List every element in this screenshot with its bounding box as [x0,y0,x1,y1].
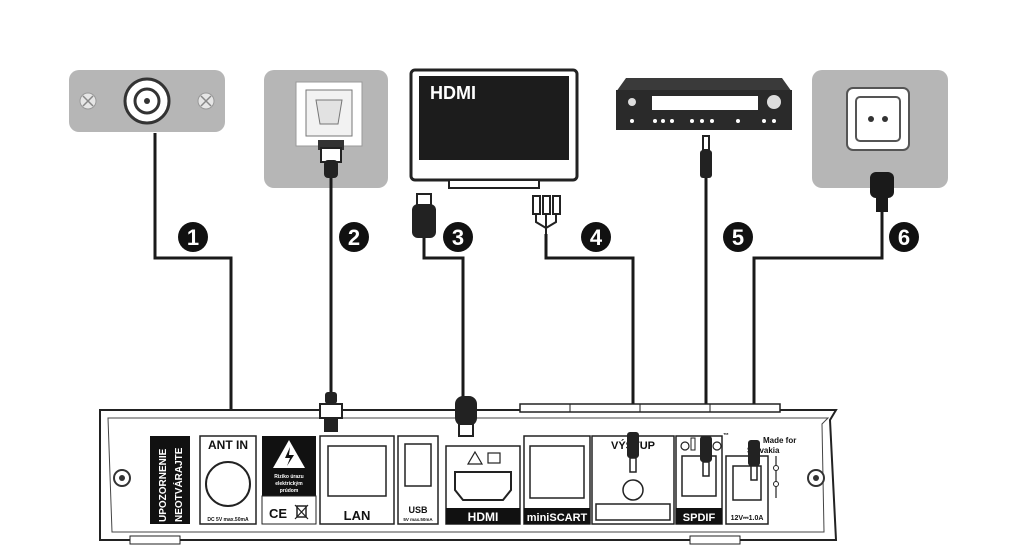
made-for-label: Made for [763,436,796,445]
step-1: 1 [187,225,199,250]
optical-plug-top [700,135,712,178]
weee-bin-icon [294,504,309,520]
ant-in-label: ANT IN [208,438,248,452]
spdif-port [675,435,723,525]
usb-spec: 5V max.50mA [403,517,433,522]
trademark: ™ [723,432,729,439]
hdmi-plug-top [412,193,436,238]
miniscart-port [523,435,591,525]
warning-label: UPOZORNENIE NEOTVÁRAJTE [150,436,190,524]
optical-plug-bottom [700,436,712,477]
step-badges [178,222,919,252]
step-5: 5 [732,225,744,250]
step-4: 4 [590,225,603,250]
lan-label: LAN [344,508,371,523]
audio-amplifier [616,78,792,130]
usb-label: USB [408,505,428,515]
made-for-label-2: Slovakia [747,446,780,455]
lan-wall-socket [264,70,388,188]
hdmi-port [445,445,521,525]
shock-hazard-label [261,436,317,525]
rca-plug-bottom [627,432,639,473]
spdif-label: SPDIF [683,512,716,524]
hdmi-port-label: HDMI [468,510,499,524]
power-spec: 12V⎓1.0A [731,515,764,522]
antenna-wall-socket [69,70,225,132]
ant-in-spec: DC 5V max.50mA [207,517,249,523]
usb-port [397,435,439,525]
step-3: 3 [452,225,464,250]
tv-screen: HDMI [409,68,579,189]
lan-plug-bottom [319,392,343,432]
shock-line-1: Riziko úrazu [274,474,303,480]
shock-line-3: prúdom [280,488,299,494]
warning-line-2: NEOTVÁRAJTE [172,447,185,522]
power-plug-top [870,172,894,212]
ce-mark: CE [269,506,287,521]
lan-port [319,435,395,525]
power-wall-socket [812,70,948,188]
ant-in-port [199,435,257,525]
warning-line-1: UPOZORNENIE [158,448,169,522]
cables [153,133,884,440]
miniscart-label: miniSCART [527,512,588,524]
power-plug-bottom [748,440,760,481]
shock-line-2: elektrickým [275,481,303,487]
tv-hdmi-label: HDMI [430,83,476,103]
hdmi-plug-bottom [455,396,477,437]
step-2: 2 [348,225,360,250]
step-6: 6 [898,225,910,250]
rca-plugs [532,195,561,234]
